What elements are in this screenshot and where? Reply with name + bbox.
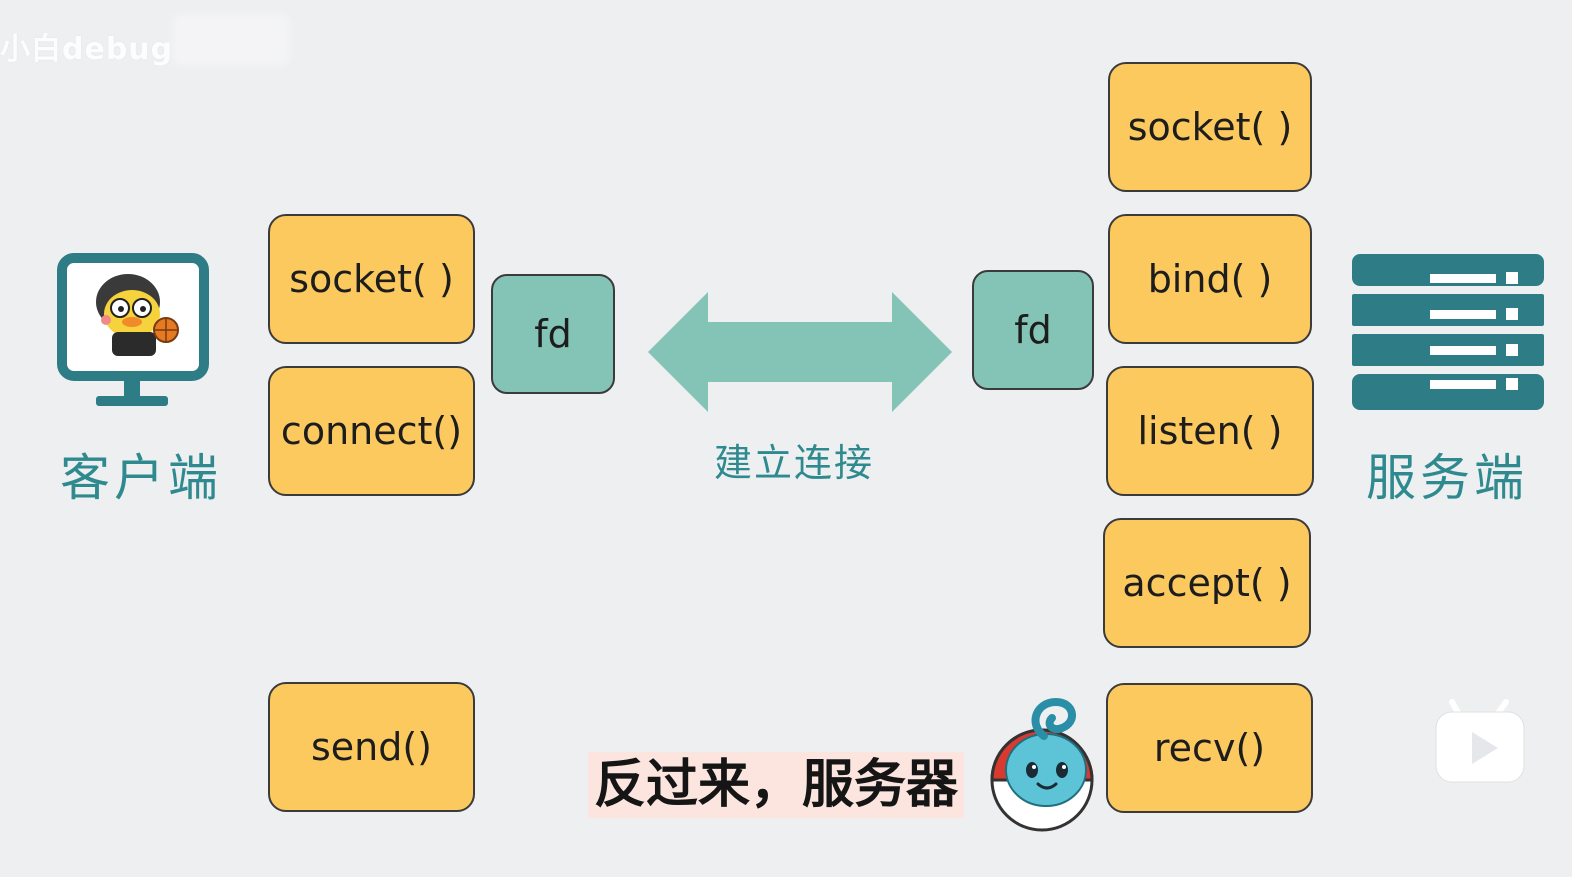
server-label: 服务端 xyxy=(1366,449,1528,507)
connection-label: 建立连接 xyxy=(714,441,875,485)
subtitle-caption: 反过来，服务器 xyxy=(588,752,965,818)
server-accept-box: accept( ) xyxy=(1103,518,1311,648)
double-arrow-icon xyxy=(648,292,952,412)
server-fd-box: fd xyxy=(972,270,1094,390)
play-button-icon[interactable] xyxy=(1434,698,1526,786)
server-recv-box: recv() xyxy=(1106,683,1313,813)
client-send-box: send() xyxy=(268,682,475,812)
server-socket-box: socket( ) xyxy=(1108,62,1312,192)
watermark-blur xyxy=(172,14,290,66)
client-fd-box: fd xyxy=(491,274,615,394)
client-connect-box: connect() xyxy=(268,366,475,496)
watermark-text: 小白debug xyxy=(0,32,174,67)
server-bind-box: bind( ) xyxy=(1108,214,1312,344)
pokeball-mascot-icon xyxy=(990,697,1094,832)
server-listen-box: listen( ) xyxy=(1106,366,1314,496)
server-rack-icon xyxy=(1352,254,1544,410)
client-label: 客户端 xyxy=(60,449,222,507)
client-socket-box: socket( ) xyxy=(268,214,475,344)
monitor-with-avatar-icon xyxy=(57,253,209,406)
